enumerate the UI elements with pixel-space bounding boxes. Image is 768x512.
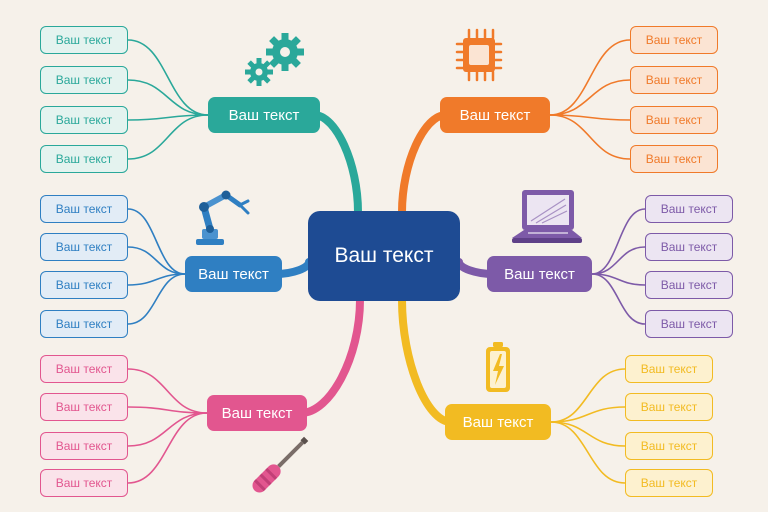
leaf-yellow-3[interactable]: Ваш текст [625,432,713,460]
leaf-link-purple-1 [591,208,646,275]
trunk-yellow [398,296,455,426]
leaf-pink-1[interactable]: Ваш текст [40,355,128,383]
leaf-yellow-4[interactable]: Ваш текст [625,469,713,497]
leaf-link-blue-4 [127,273,186,325]
leaf-orange-4[interactable]: Ваш текст [630,145,718,173]
leaf-link-yellow-3 [550,421,626,447]
leaf-teal-1[interactable]: Ваш текст [40,26,128,54]
branch-teal[interactable]: Ваш текст [208,97,320,133]
leaf-orange-2[interactable]: Ваш текст [630,66,718,94]
leaf-purple-1[interactable]: Ваш текст [645,195,733,223]
leaf-link-teal-4 [127,114,209,160]
leaf-orange-3[interactable]: Ваш текст [630,106,718,134]
trunk-orange [398,111,450,216]
leaf-link-purple-2 [591,246,646,275]
trunk-pink [297,296,364,417]
leaf-link-teal-3 [127,114,209,121]
leaf-teal-3[interactable]: Ваш текст [40,106,128,134]
leaf-pink-4[interactable]: Ваш текст [40,469,128,497]
leaf-purple-2[interactable]: Ваш текст [645,233,733,261]
leaf-teal-4[interactable]: Ваш текст [40,145,128,173]
gears-icon [245,33,304,86]
screwdriver-icon [252,436,309,493]
leaf-link-teal-2 [127,79,209,116]
trunk-teal [310,111,362,216]
leaf-link-pink-1 [127,368,208,414]
leaf-link-blue-2 [127,246,186,275]
leaf-link-blue-1 [127,208,186,275]
leaf-yellow-2[interactable]: Ваш текст [625,393,713,421]
leaf-blue-3[interactable]: Ваш текст [40,271,128,299]
laptop-icon [512,190,582,243]
leaf-link-pink-3 [127,412,208,447]
leaf-pink-2[interactable]: Ваш текст [40,393,128,421]
robot-arm-icon [196,190,250,245]
leaf-blue-4[interactable]: Ваш текст [40,310,128,338]
leaf-link-orange-2 [549,79,631,116]
leaf-link-purple-4 [591,273,646,325]
leaf-pink-3[interactable]: Ваш текст [40,432,128,460]
cpu-chip-icon [455,28,503,82]
battery-icon [486,342,510,392]
leaf-link-teal-1 [127,39,209,116]
branch-blue[interactable]: Ваш текст [185,256,282,292]
leaf-purple-3[interactable]: Ваш текст [645,271,733,299]
leaf-link-yellow-4 [550,421,626,484]
leaf-orange-1[interactable]: Ваш текст [630,26,718,54]
branch-orange[interactable]: Ваш текст [440,97,550,133]
leaf-link-orange-1 [549,39,631,116]
leaf-link-blue-3 [127,273,186,286]
leaf-yellow-1[interactable]: Ваш текст [625,355,713,383]
leaf-link-orange-4 [549,114,631,160]
leaf-blue-2[interactable]: Ваш текст [40,233,128,261]
central-topic[interactable]: Ваш текст [308,211,460,301]
branch-yellow[interactable]: Ваш текст [445,404,551,440]
leaf-blue-1[interactable]: Ваш текст [40,195,128,223]
branch-purple[interactable]: Ваш текст [487,256,592,292]
leaf-link-pink-2 [127,406,208,414]
leaf-link-orange-3 [549,114,631,121]
leaf-link-yellow-2 [550,406,626,423]
leaf-link-pink-4 [127,412,208,484]
leaf-teal-2[interactable]: Ваш текст [40,66,128,94]
leaf-link-yellow-1 [550,368,626,423]
branch-pink[interactable]: Ваш текст [207,395,307,431]
leaf-purple-4[interactable]: Ваш текст [645,310,733,338]
